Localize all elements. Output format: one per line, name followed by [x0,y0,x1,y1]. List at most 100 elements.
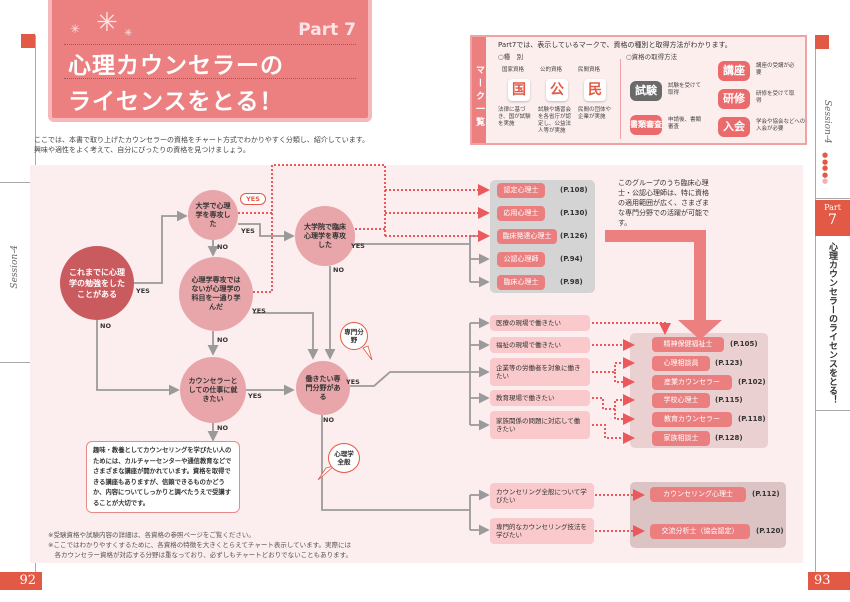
type-heading: ○種 別 [498,53,524,61]
national-badge-icon: 国 [508,79,530,101]
title-rule [64,44,356,45]
univ-major-node: 大学で心理学を専攻した [188,190,238,240]
side-title: 心理カウンセラーのライセンスをとる！ [827,242,837,404]
footnote: ※受験資格や試験内容の詳細は、各資格の参照ページをご覧ください。 [48,531,255,539]
license-badge[interactable]: 家族相談士 [652,431,710,446]
yes-label: YES [252,307,266,315]
intro-line: ここでは、本書で取り上げたカウンセラーの資格をチャート方式でわかりやすく分類し、… [34,136,370,144]
private-badge-icon: 民 [584,79,606,101]
document-review-badge-icon: 書類審査 [630,115,662,135]
margin-marker-right [815,35,829,49]
license-badge[interactable]: 交流分析士（協会認定） [650,524,750,539]
page-ref: (P.123) [715,359,743,367]
marks-side-label: マーク一覧 [472,37,486,143]
part-tab-number: 7 [828,212,837,228]
yes-label: YES [241,227,255,235]
page-ref: (P.118) [738,415,766,423]
page-number-left: 92 [0,572,42,590]
no-label: NO [217,336,228,344]
yes-label: YES [136,287,150,295]
title-line-1: 心理カウンセラーの [68,53,284,79]
no-label: NO [217,424,228,432]
exam-badge-icon: 試験 [630,81,662,101]
field-node: 働きたい専門分野がある [296,361,350,415]
option-box: カウンセリング全般について学びたい [490,483,594,509]
sparkle-icon: ✳ [70,22,81,36]
intro-line: 興味や適性をよく考えて、自分にぴったりの資格を見つけましょう。 [34,146,250,154]
career-node: カウンセラーとしての仕事に就きたい [180,357,246,423]
yes-label: YES [346,378,360,386]
footnotes: ※受験資格や試験内容の詳細は、各資格の参照ページをご覧ください。 ※ここではわか… [48,530,352,560]
yes-bubble: YES [240,193,266,205]
type-label: 公的資格 [540,67,563,73]
part-tab-label: Part [824,203,841,212]
training-badge-icon: 研修 [718,89,750,109]
intro-text: ここでは、本書で取り上げたカウンセラーの資格をチャート方式でわかりやすく分類し、… [34,135,369,155]
type-desc: 法律に基づき、国が試験を実施 [498,107,531,127]
general-bubble: 心理学全般 [328,443,360,473]
option-box: 医療の現場で働きたい [490,315,590,331]
page-ref: (P.98) [560,278,583,286]
course-badge-icon: 講座 [718,61,750,81]
no-label: NO [333,266,344,274]
legend-divider [620,59,621,139]
sparkle-icon: ✳ [96,8,118,38]
license-badge[interactable]: 臨床発達心理士 [497,229,557,244]
type-desc: 試験や講習会を各省庁が認定し、公益法人等が実施 [538,107,572,134]
license-badge[interactable]: 心理相談員 [652,356,710,371]
marks-heading: Part7では、表示しているマークで、資格の種別と取得方法がわかります。 [498,41,732,49]
page-ref: (P.128) [715,434,743,442]
method-desc: 講座の受講が必要 [756,63,795,76]
license-badge[interactable]: 精神保健福祉士 [652,337,724,352]
no-label: NO [217,243,228,251]
margin-rule-right [815,35,816,590]
grad-node: 大学院で臨床心理学を専攻した [295,206,355,266]
session-label-right: Session-4 [822,100,832,144]
type-desc: 民間の団体や企業が実施 [578,107,612,120]
footnote: ※ここではわかりやすくするために、各資格の特徴を大きくとらえてチャート表示してい… [48,541,352,549]
option-box: 専門的なカウンセリング技法を学びたい [490,518,594,544]
big-arrow [605,230,722,340]
page-ref: (P.108) [560,186,588,194]
license-badge[interactable]: カウンセリング心理士 [650,487,746,502]
part-label: Part 7 [298,20,356,40]
title-rule [64,78,356,79]
sparkle-icon: ✳ [124,28,133,39]
hobby-note: 趣味・教養としてカウンセリングを学びたい人のためには、カルチャーセンターや通信教… [86,441,240,513]
group1-note: このグループのうち臨床心理士・公認心理師は、特に資格の適用範囲が広く、さまざまな… [618,179,709,227]
license-badge[interactable]: 産業カウンセラー [652,375,732,390]
page-ref: (P.102) [738,378,766,386]
license-badge[interactable]: 教育カウンセラー [652,412,732,427]
method-desc: 試験を受けて取得 [668,83,702,96]
page-ref: (P.105) [730,340,758,348]
page-ref: (P.94) [560,255,583,263]
method-desc: 研修を受けて取得 [756,91,795,104]
public-badge-icon: 公 [546,79,568,101]
license-badge[interactable]: 臨床心理士 [497,275,545,290]
page-ref: (P.120) [756,527,784,535]
option-box: 教育現場で働きたい [490,390,590,406]
title-banner: ✳ ✳ ✳ Part 7 心理カウンセラーの ライセンスをとる！ [48,0,372,122]
option-box: 企業等の労働者を対象に働きたい [490,358,590,386]
type-label: 国家資格 [502,67,525,73]
margin-divider [0,182,35,183]
page-ref: (P.126) [560,232,588,240]
license-badge[interactable]: 応用心理士 [497,206,545,221]
license-badge[interactable]: 学校心理士 [652,393,710,408]
session-dots: ●●●●● [822,151,829,185]
footnote: 各カウンセラー資格が対応する分野は重なっており、必ずしもチャートどおりでないこと… [48,551,353,559]
license-badge[interactable]: 認定心理士 [497,183,545,198]
type-label: 民間資格 [578,67,601,73]
method-heading: ○資格の取得方法 [626,53,678,61]
margin-marker [21,34,35,48]
option-box: 福祉の現場で働きたい [490,337,590,353]
marks-legend: マーク一覧 Part7では、表示しているマークで、資格の種別と取得方法がわかりま… [470,35,807,145]
start-question-node: これまでに心理学の勉強をしたことがある [60,246,134,320]
method-desc: 申請後、書類審査 [668,117,702,130]
title-line-2: ライセンスをとる！ [68,89,284,115]
part-tab: Part 7 [815,200,850,236]
page-ref: (P.112) [752,490,780,498]
specialty-bubble: 専門分野 [340,322,368,350]
no-label: NO [323,416,334,424]
license-badge[interactable]: 公認心理師 [497,252,545,267]
